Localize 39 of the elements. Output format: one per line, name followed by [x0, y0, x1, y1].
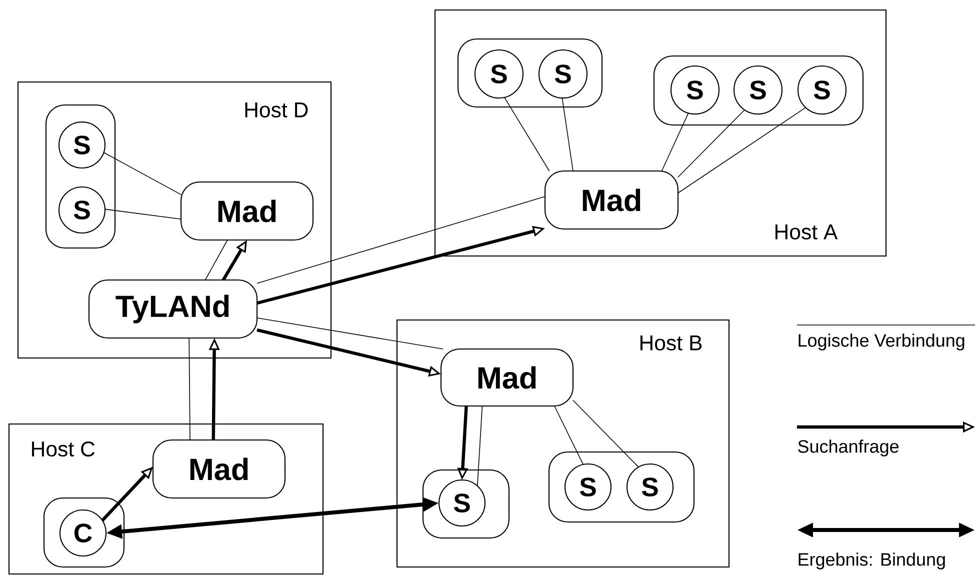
process-box: Mad: [152, 439, 286, 499]
group-box: [45, 104, 116, 249]
circle-node: S: [58, 186, 106, 234]
group-box: [653, 55, 864, 126]
group-box: [548, 451, 695, 523]
group-box: [422, 469, 510, 539]
circle-node: S: [538, 49, 588, 99]
connector-line: [661, 112, 689, 172]
connector-line: [103, 152, 182, 195]
circle-node: S: [670, 65, 720, 115]
group-box: [43, 497, 125, 568]
connector-line: [504, 97, 550, 172]
process-box: TyLANd: [88, 279, 258, 339]
circle-node: S: [733, 65, 783, 115]
circle-node: S: [58, 121, 106, 169]
connector-line: [188, 338, 190, 440]
connector-line: [104, 208, 182, 220]
legend-label: Ergebnis: Bindung: [798, 552, 945, 570]
process-box: Mad: [544, 170, 679, 230]
legend-label: Suchanfrage: [798, 440, 899, 456]
process-box: Mad: [440, 348, 574, 407]
circle-node: C: [59, 509, 107, 557]
connector-line: [678, 110, 745, 178]
connector-line: [256, 317, 444, 350]
connector-line: [562, 98, 574, 172]
connector-line: [204, 240, 228, 280]
circle-node: S: [438, 479, 486, 527]
connector-line: [477, 406, 483, 486]
connector-line: [554, 406, 584, 465]
connector-line: [256, 196, 546, 284]
legend-label: Logische Verbindung: [798, 334, 964, 350]
connector-line: [572, 400, 639, 468]
circle-node: S: [626, 463, 674, 511]
process-box: Mad: [180, 181, 314, 241]
circle-node: S: [797, 65, 847, 115]
circle-node: S: [564, 463, 612, 511]
group-box: [457, 38, 603, 108]
circle-node: S: [474, 49, 524, 99]
connector-line: [678, 107, 806, 194]
